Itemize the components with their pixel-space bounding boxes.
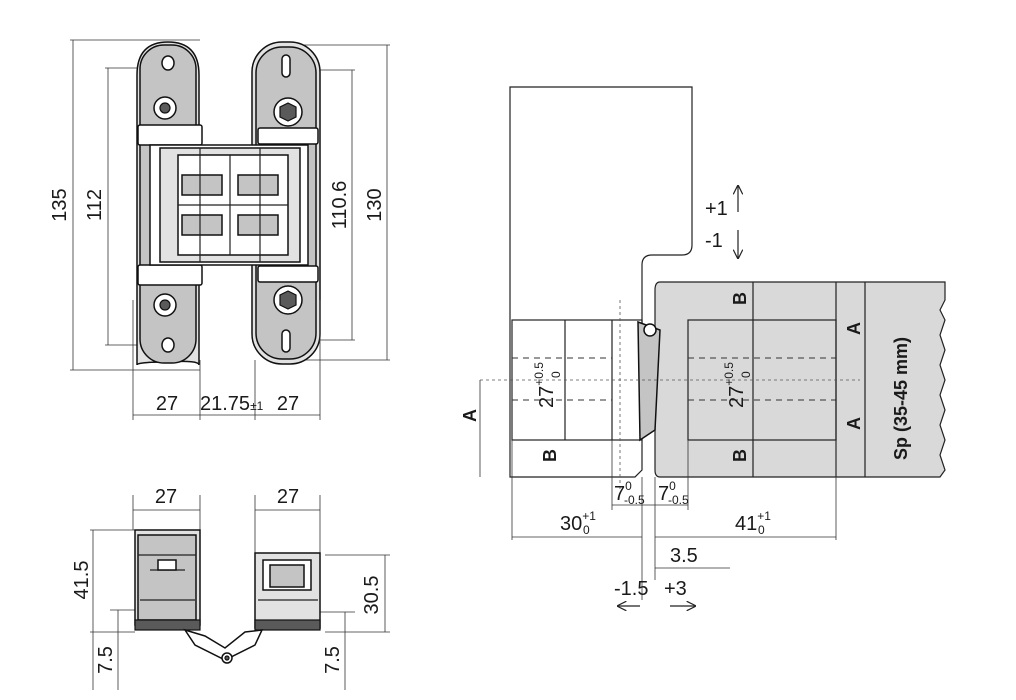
section-view: +1 -1 A B B B A A 27+0.5 0 27+0.5 0 Sp (… bbox=[460, 86, 946, 606]
thickness-label: Sp (35-45 mm) bbox=[891, 337, 911, 460]
label-a-left: A bbox=[460, 409, 480, 422]
dim-door-depth-tol: 0 bbox=[739, 371, 753, 378]
dim-gap-right-tol: -0.5 bbox=[668, 493, 689, 507]
dim-front-27-right: 27 bbox=[277, 393, 299, 415]
dim-frame-depth-tol: 0 bbox=[549, 371, 563, 378]
dim-front-110-6: 110.6 bbox=[329, 181, 351, 230]
dim-top-41-5: 41.5 bbox=[71, 561, 93, 600]
dim-gap-right: 70 bbox=[658, 479, 676, 505]
top-view: 27 27 41.5 7.5 30.5 7.5 bbox=[71, 486, 390, 690]
adjust-up: +1 bbox=[705, 198, 728, 220]
dim-door-width: 41+1 bbox=[735, 509, 771, 535]
label-b-door-top: B bbox=[730, 292, 750, 305]
dim-door-depth: 27+0.5 bbox=[722, 362, 748, 408]
dim-front-112: 112 bbox=[84, 189, 106, 221]
dim-top-7-5-right: 7.5 bbox=[322, 646, 344, 674]
dim-frame-width: 30+1 bbox=[560, 509, 596, 535]
dim-top-27-right: 27 bbox=[277, 486, 299, 508]
dim-offset: 3.5 bbox=[670, 545, 698, 567]
dim-door-width-tol: 0 bbox=[758, 523, 765, 537]
dim-front-21-75: 21.75±1 bbox=[200, 393, 264, 415]
dim-top-30-5: 30.5 bbox=[361, 576, 383, 615]
front-view: 135 112 110.6 130 bbox=[49, 39, 390, 420]
dim-top-27-left: 27 bbox=[155, 486, 177, 508]
label-a-door-bottom: A bbox=[844, 417, 864, 430]
dim-frame-depth: 27+0.5 bbox=[532, 362, 558, 408]
dim-front-130: 130 bbox=[364, 188, 386, 221]
label-b-door-bottom: B bbox=[730, 449, 750, 462]
dim-gap-left-tol: -0.5 bbox=[624, 493, 645, 507]
adjust-right: +3 bbox=[664, 578, 687, 600]
dim-top-7-5-left: 7.5 bbox=[95, 646, 117, 674]
dim-front-27-left: 27 bbox=[156, 393, 178, 415]
adjust-left: -1.5 bbox=[614, 578, 648, 600]
label-a-door-top: A bbox=[844, 322, 864, 335]
dim-front-135: 135 bbox=[49, 188, 71, 221]
dim-gap-left: 70 bbox=[614, 479, 632, 505]
dim-frame-width-tol: 0 bbox=[583, 523, 590, 537]
label-b-frame: B bbox=[540, 449, 560, 462]
adjust-down: -1 bbox=[705, 230, 723, 252]
